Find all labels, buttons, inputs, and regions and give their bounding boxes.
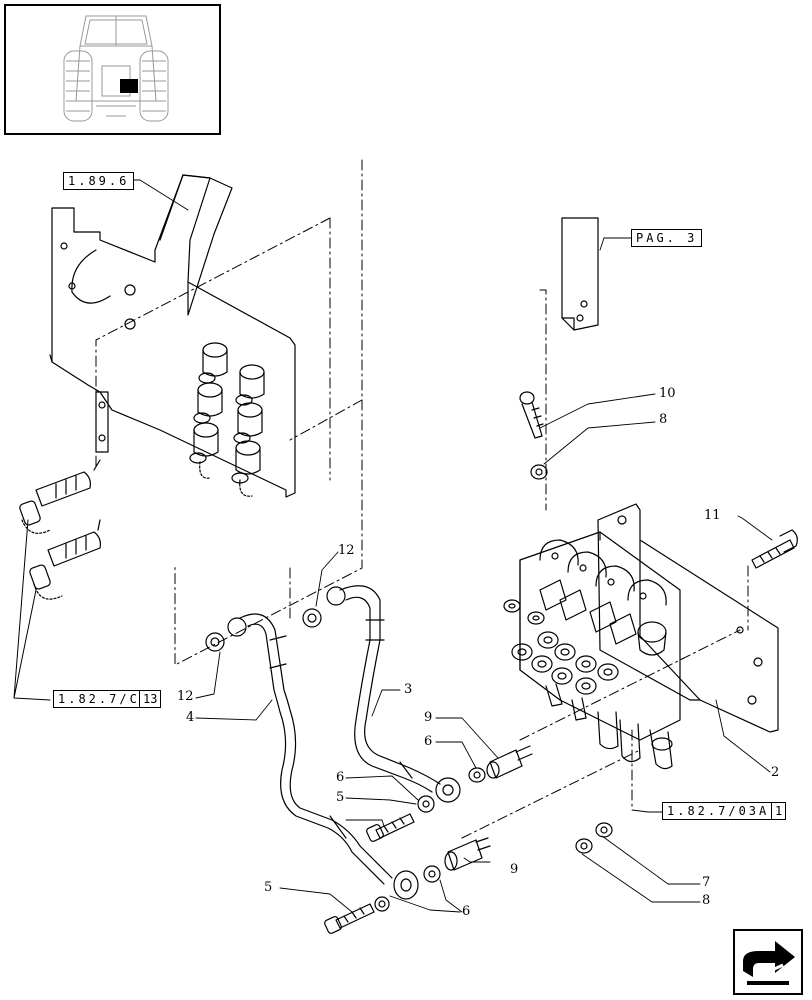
dust-caps <box>19 459 101 600</box>
callout-12-bottom: 12 <box>177 689 194 704</box>
next-page-arrow-icon <box>743 941 795 985</box>
callout-6-mid: 6 <box>336 770 345 785</box>
eye-bolt <box>519 391 548 480</box>
callout-9-top: 9 <box>424 710 433 725</box>
coupler-bracket <box>49 174 296 498</box>
callout-5-mid: 5 <box>336 790 345 805</box>
ref-box-1896[interactable]: 1.89.6 <box>63 172 135 190</box>
control-valve <box>503 503 779 770</box>
ref-box-182703a[interactable]: 1.82.7/03A <box>662 802 775 820</box>
ref-box-page-3[interactable]: PAG. 3 <box>631 229 703 247</box>
support-arm <box>561 217 599 331</box>
callout-4: 4 <box>186 710 195 725</box>
callout-9-bottom: 9 <box>510 862 519 877</box>
tractor-rear-view-icon <box>63 15 169 122</box>
callout-11: 11 <box>704 508 721 523</box>
callout-6-bottom: 6 <box>462 904 471 919</box>
callout-6-top: 6 <box>424 734 433 749</box>
ref-box-1827c[interactable]: 1.82.7/C <box>53 690 145 708</box>
coupler-sockets <box>189 342 265 497</box>
ref-box-182703a-sub[interactable]: 1 <box>771 802 787 820</box>
hose-3 <box>302 585 461 803</box>
callout-10: 10 <box>659 386 676 401</box>
ref-box-1827c-sub[interactable]: 13 <box>139 690 162 708</box>
hose-4 <box>205 613 419 900</box>
fittings <box>324 745 613 934</box>
callout-2: 2 <box>771 765 780 780</box>
callout-5-bottom: 5 <box>264 880 273 895</box>
callout-12-top: 12 <box>338 543 355 558</box>
next-page-button[interactable] <box>733 929 803 995</box>
callout-8-bottom: 8 <box>702 893 711 908</box>
bolt-11 <box>751 529 798 569</box>
tractor-thumbnail <box>4 4 221 135</box>
callout-3: 3 <box>404 682 413 697</box>
leader-lines <box>111 179 773 913</box>
callout-8-top: 8 <box>659 412 668 427</box>
location-marker <box>120 79 138 93</box>
callout-7: 7 <box>702 875 711 890</box>
